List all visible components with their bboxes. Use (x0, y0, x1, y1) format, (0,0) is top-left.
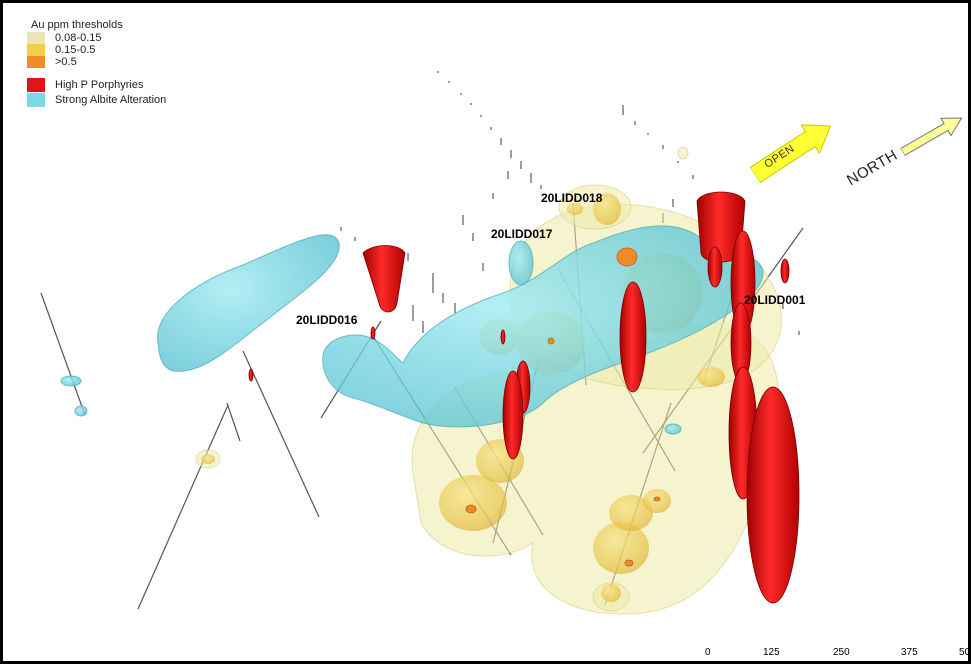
hole-label-20lidd001: 20LIDD001 (744, 293, 805, 307)
hole-label-20lidd017: 20LIDD017 (491, 227, 552, 241)
legend-item-high: >0.5 (27, 56, 166, 68)
legend-item-porphyry: High P Porphyries (27, 77, 166, 92)
hole-label-20lidd016: 20LIDD016 (296, 313, 357, 327)
scale-bar: 0 125 250 375 500 (703, 647, 971, 664)
scale-tick-0: 0 (705, 647, 711, 658)
legend-item-low: 0.08-0.15 (27, 32, 166, 44)
legend: Au ppm thresholds 0.08-0.15 0.15-0.5 >0.… (27, 19, 166, 107)
legend-swatch-porphyry (27, 78, 45, 92)
legend-label-mid: 0.15-0.5 (55, 44, 95, 56)
legend-title: Au ppm thresholds (31, 19, 166, 32)
legend-swatch-low (27, 32, 45, 44)
legend-label-low: 0.08-0.15 (55, 32, 101, 44)
legend-swatch-high (27, 56, 45, 68)
legend-label-high: >0.5 (55, 56, 77, 68)
hole-label-20lidd018: 20LIDD018 (541, 191, 602, 205)
scale-tick-375: 375 (901, 647, 918, 658)
legend-swatch-albite (27, 93, 45, 107)
legend-label-porphyry: High P Porphyries (55, 79, 143, 91)
legend-label-albite: Strong Albite Alteration (55, 94, 166, 106)
legend-item-albite: Strong Albite Alteration (27, 92, 166, 107)
legend-swatch-mid (27, 44, 45, 56)
scale-tick-250: 250 (833, 647, 850, 658)
legend-item-mid: 0.15-0.5 (27, 44, 166, 56)
scale-tick-125: 125 (763, 647, 780, 658)
scale-tick-500: 500 (959, 647, 971, 658)
